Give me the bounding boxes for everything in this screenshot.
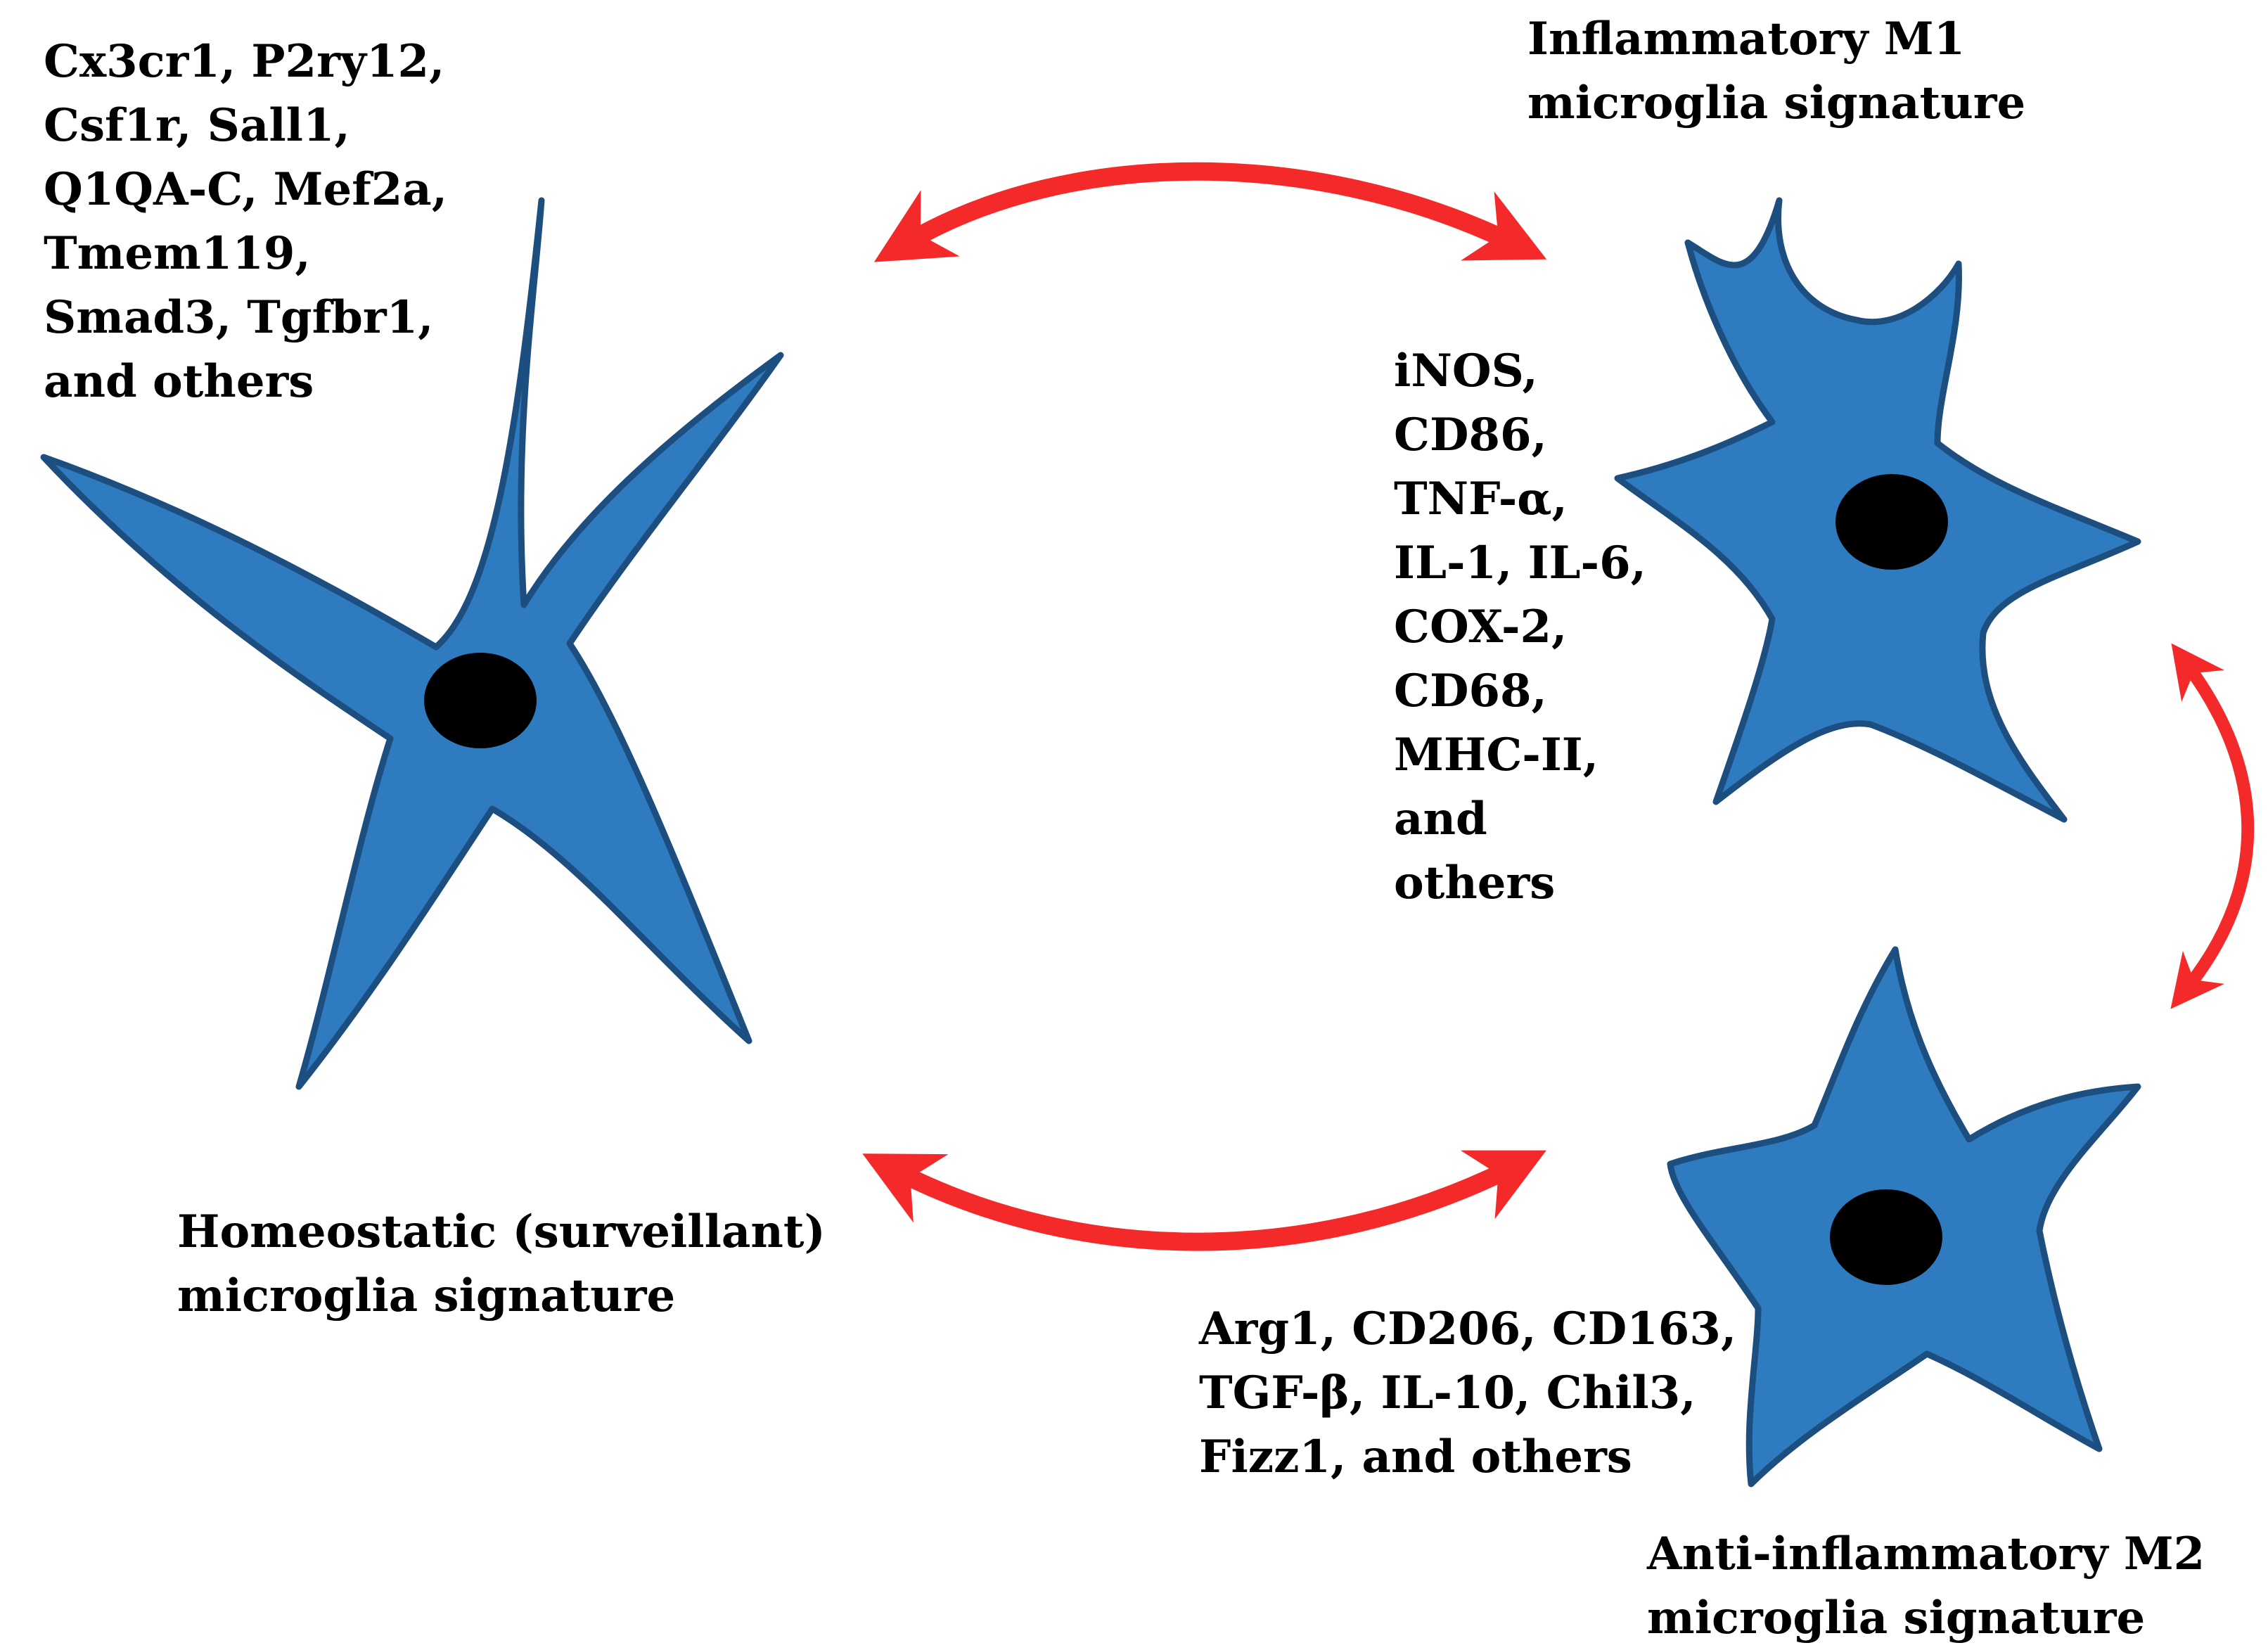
- m2-microglia-cell: [1667, 946, 2141, 1488]
- marker-line: Fizz1, and others: [1199, 1431, 1632, 1483]
- marker-line: IL-1, IL-6,: [1394, 537, 1646, 589]
- marker-line: Cx3cr1, P2ry12,: [44, 35, 445, 88]
- title-line: microglia signature: [1527, 77, 2026, 129]
- marker-line: Smad3, Tgfbr1,: [44, 291, 434, 344]
- marker-line: MHC-II,: [1394, 729, 1599, 781]
- title-line: Anti-inflammatory M2: [1647, 1528, 2205, 1580]
- marker-line: COX-2,: [1394, 601, 1568, 653]
- title-line: Inflammatory M1: [1527, 13, 1966, 65]
- marker-line: CD68,: [1394, 665, 1547, 717]
- m1-marker-list: iNOS, CD86, TNF-α, IL-1, IL-6, COX-2, CD…: [1394, 339, 1646, 915]
- homeostatic-marker-list: Cx3cr1, P2ry12, Csf1r, Sall1, Q1QA-C, Me…: [44, 30, 447, 414]
- marker-line: TNF-α,: [1394, 473, 1568, 525]
- title-line: microglia signature: [1647, 1592, 2146, 1644]
- marker-line: TGF-β, IL-10, Chil3,: [1199, 1367, 1696, 1419]
- arrow-homeostatic-to-m2: [862, 1150, 1546, 1251]
- transition-arrows: [862, 162, 2255, 1251]
- marker-line: and: [1394, 793, 1487, 845]
- marker-line: iNOS,: [1394, 345, 1538, 397]
- arrow-m1-to-m2: [2170, 643, 2255, 1009]
- homeostatic-signature-title: Homeostatic (surveillant) microglia sign…: [177, 1200, 826, 1328]
- marker-line: and others: [44, 355, 314, 408]
- marker-line: others: [1394, 857, 1556, 909]
- arrow-homeostatic-to-m1: [873, 162, 1547, 262]
- title-line: microglia signature: [177, 1270, 676, 1322]
- marker-line: Csf1r, Sall1,: [44, 99, 350, 152]
- m1-signature-title: Inflammatory M1 microglia signature: [1527, 7, 2025, 135]
- ramified-cell-body: [40, 197, 784, 1090]
- m2-nucleus: [1830, 1189, 1942, 1285]
- m1-microglia-cell: [1614, 197, 2141, 823]
- marker-line: Tmem119,: [44, 227, 311, 280]
- m2-marker-list: Arg1, CD206, CD163, TGF-β, IL-10, Chil3,…: [1199, 1297, 1736, 1489]
- marker-line: Arg1, CD206, CD163,: [1199, 1303, 1737, 1355]
- marker-line: Q1QA-C, Mef2a,: [44, 163, 447, 216]
- m2-signature-title: Anti-inflammatory M2 microglia signature: [1647, 1522, 2205, 1650]
- homeostatic-microglia-cell: [40, 197, 784, 1090]
- m1-nucleus: [1835, 474, 1948, 570]
- homeostatic-nucleus: [424, 653, 537, 748]
- title-line: Homeostatic (surveillant): [177, 1205, 826, 1258]
- marker-line: CD86,: [1394, 409, 1547, 461]
